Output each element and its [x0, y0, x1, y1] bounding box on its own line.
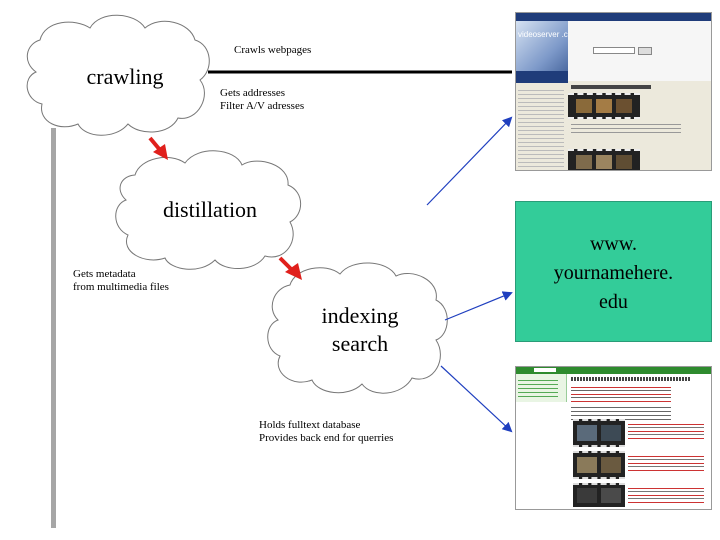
- result-film-1: [573, 419, 625, 447]
- side-text: [518, 87, 564, 167]
- search-area: [568, 21, 711, 81]
- page-heading: [571, 85, 651, 89]
- banner-title: videoserver .cesnet.cz: [518, 30, 598, 39]
- results-top-bar: [516, 367, 711, 374]
- cloud-distillation: [115, 150, 302, 270]
- website-line1: www.: [589, 233, 638, 255]
- result-info-1: [628, 421, 704, 441]
- website-line2: yournamehere.: [553, 262, 674, 284]
- note-holds-line1: Holds fulltext database: [259, 419, 361, 431]
- top-nav-bar: [516, 13, 711, 21]
- note-metadata-line1: Gets metadata: [73, 268, 136, 280]
- note-gets-metadata: Gets metadata from multimedia files: [73, 268, 169, 294]
- filmstrip-1: [568, 93, 640, 119]
- note-crawls-webpages: Crawls webpages: [234, 44, 312, 56]
- indexing-label-line2: search: [331, 331, 389, 356]
- result-film-3: [573, 483, 625, 507]
- blue-arrow-bottom: [440, 365, 513, 433]
- result-item-2: [571, 404, 671, 422]
- result-info-3: [628, 485, 704, 505]
- video-info-1: [571, 121, 681, 135]
- website-box: www. yournamehere. edu: [515, 201, 712, 342]
- blue-arrow-middle: [444, 291, 513, 321]
- blue-arrow-top: [426, 116, 513, 206]
- website-line3: edu: [599, 291, 628, 313]
- note-metadata-line2: from multimedia files: [73, 281, 169, 293]
- result-film-2: [573, 451, 625, 479]
- result-info-2: [628, 453, 704, 473]
- note-gets-addresses: Gets addresses Filter A/V adresses: [220, 87, 304, 113]
- cloud-indexing: [267, 262, 448, 394]
- indexing-label: indexing search: [300, 302, 420, 358]
- note-holds-database: Holds fulltext database Provides back en…: [259, 419, 393, 445]
- filmstrip-2: [568, 149, 640, 170]
- side-heading: [516, 71, 568, 83]
- videoserver-screenshot: videoserver .cesnet.cz: [515, 12, 712, 171]
- red-arrow-distill-to-index: [278, 256, 302, 280]
- vertical-bar: [51, 128, 56, 528]
- results-summary: [571, 377, 691, 381]
- distillation-label: distillation: [162, 197, 258, 222]
- note-holds-line2: Provides back end for querries: [259, 432, 394, 444]
- note-gets-addresses-line2: Filter A/V adresses: [220, 100, 305, 112]
- crawling-label: crawling: [86, 64, 164, 89]
- search-results-screenshot: [515, 366, 712, 510]
- cloud-crawling: [26, 14, 210, 136]
- results-sidebar: [516, 374, 567, 402]
- indexing-label-line1: indexing: [321, 303, 399, 328]
- red-arrow-crawl-to-distill: [148, 136, 168, 160]
- note-gets-addresses-line1: Gets addresses: [220, 87, 286, 99]
